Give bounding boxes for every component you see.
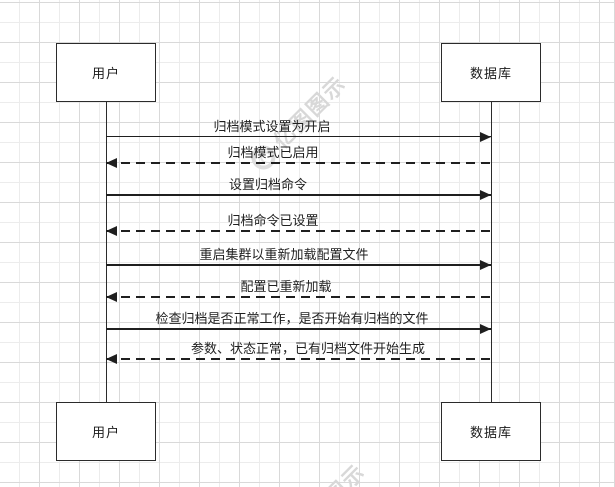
message-line-3[interactable] xyxy=(106,194,491,196)
arrowhead-right-icon xyxy=(480,324,491,334)
message-line-1[interactable] xyxy=(106,135,491,138)
arrowhead-left-icon xyxy=(106,354,117,364)
arrowhead-right-icon xyxy=(480,260,491,270)
arrowhead-right-icon xyxy=(480,190,491,200)
arrowhead-right-icon xyxy=(480,131,491,142)
watermark-text: 亿图图示 xyxy=(285,456,371,487)
actor-label: 数据库 xyxy=(469,425,512,440)
message-label-4[interactable]: 归档命令已设置 xyxy=(227,213,319,228)
message-label-7[interactable]: 检查归档是否正常工作，是否开始有归档的文件 xyxy=(155,311,429,326)
message-line-6[interactable] xyxy=(106,296,491,298)
actor-box-user-top[interactable]: 用户 xyxy=(56,43,156,102)
arrowhead-left-icon xyxy=(106,292,117,302)
message-label-6[interactable]: 配置已重新加载 xyxy=(240,279,332,294)
message-label-1[interactable]: 归档模式设置为开启 xyxy=(213,118,331,134)
lifeline-database[interactable] xyxy=(490,101,492,403)
message-line-5[interactable] xyxy=(106,264,491,266)
actor-label: 用户 xyxy=(91,66,120,81)
message-label-8[interactable]: 参数、状态正常，已有归档文件开始生成 xyxy=(190,341,426,356)
edraw-watermark-bottom: 亿图图示 xyxy=(262,436,392,487)
message-label-5[interactable]: 重启集群以重新加载配置文件 xyxy=(199,247,369,262)
watermark-text: 亿图图示 xyxy=(269,71,352,154)
message-label-2[interactable]: 归档模式已启用 xyxy=(227,145,319,160)
actor-label: 数据库 xyxy=(469,66,512,81)
message-line-7[interactable] xyxy=(106,328,491,330)
message-line-4[interactable] xyxy=(106,230,491,232)
arrowhead-left-icon xyxy=(106,158,117,168)
message-line-8[interactable] xyxy=(106,358,491,360)
actor-box-database-bottom[interactable]: 数据库 xyxy=(441,402,541,461)
actor-label: 用户 xyxy=(91,425,120,440)
lifeline-user[interactable] xyxy=(105,102,107,403)
message-label-3[interactable]: 设置归档命令 xyxy=(228,177,308,192)
actor-box-user-bottom[interactable]: 用户 xyxy=(56,402,156,461)
message-line-2[interactable] xyxy=(106,162,491,164)
actor-box-database-top[interactable]: 数据库 xyxy=(441,43,541,102)
arrowhead-left-icon xyxy=(106,226,117,236)
